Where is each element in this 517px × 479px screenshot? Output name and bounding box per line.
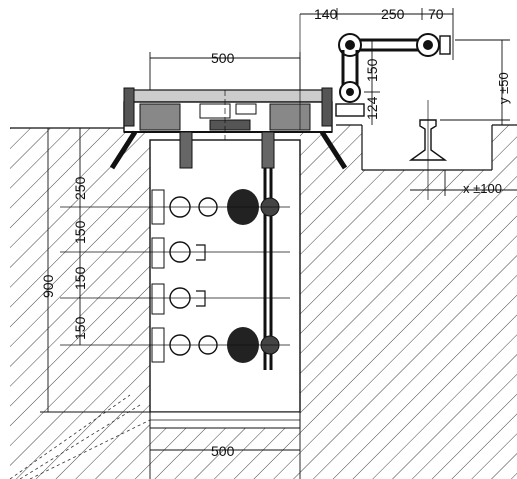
dimension-lines: [40, 8, 517, 479]
dim-250-top: 250: [381, 6, 405, 22]
ground-section: [9, 124, 517, 479]
pit-cover-frame: [109, 87, 348, 370]
dim-140: 140: [314, 6, 338, 22]
dim-150-arm: 150: [364, 58, 380, 82]
valve-assemblies: [60, 14, 301, 363]
dim-y-tolerance: y ±50: [496, 72, 511, 104]
dim-124: 124: [364, 96, 380, 120]
rail-and-arm: [335, 33, 451, 200]
dim-x-tolerance: x ±100: [463, 181, 502, 196]
dim-150-c: 150: [72, 316, 88, 340]
dim-250-side: 250: [72, 176, 88, 200]
dimension-texts: 140 250 70 500 500 x ±100 150 124 y ±50 …: [40, 6, 511, 459]
dim-150-a: 150: [72, 220, 88, 244]
dim-70: 70: [428, 6, 444, 22]
pit: [149, 139, 301, 429]
dim-500-top: 500: [211, 50, 235, 66]
dim-900: 900: [40, 274, 56, 298]
dim-150-b: 150: [72, 266, 88, 290]
dim-500-bottom: 500: [211, 443, 235, 459]
